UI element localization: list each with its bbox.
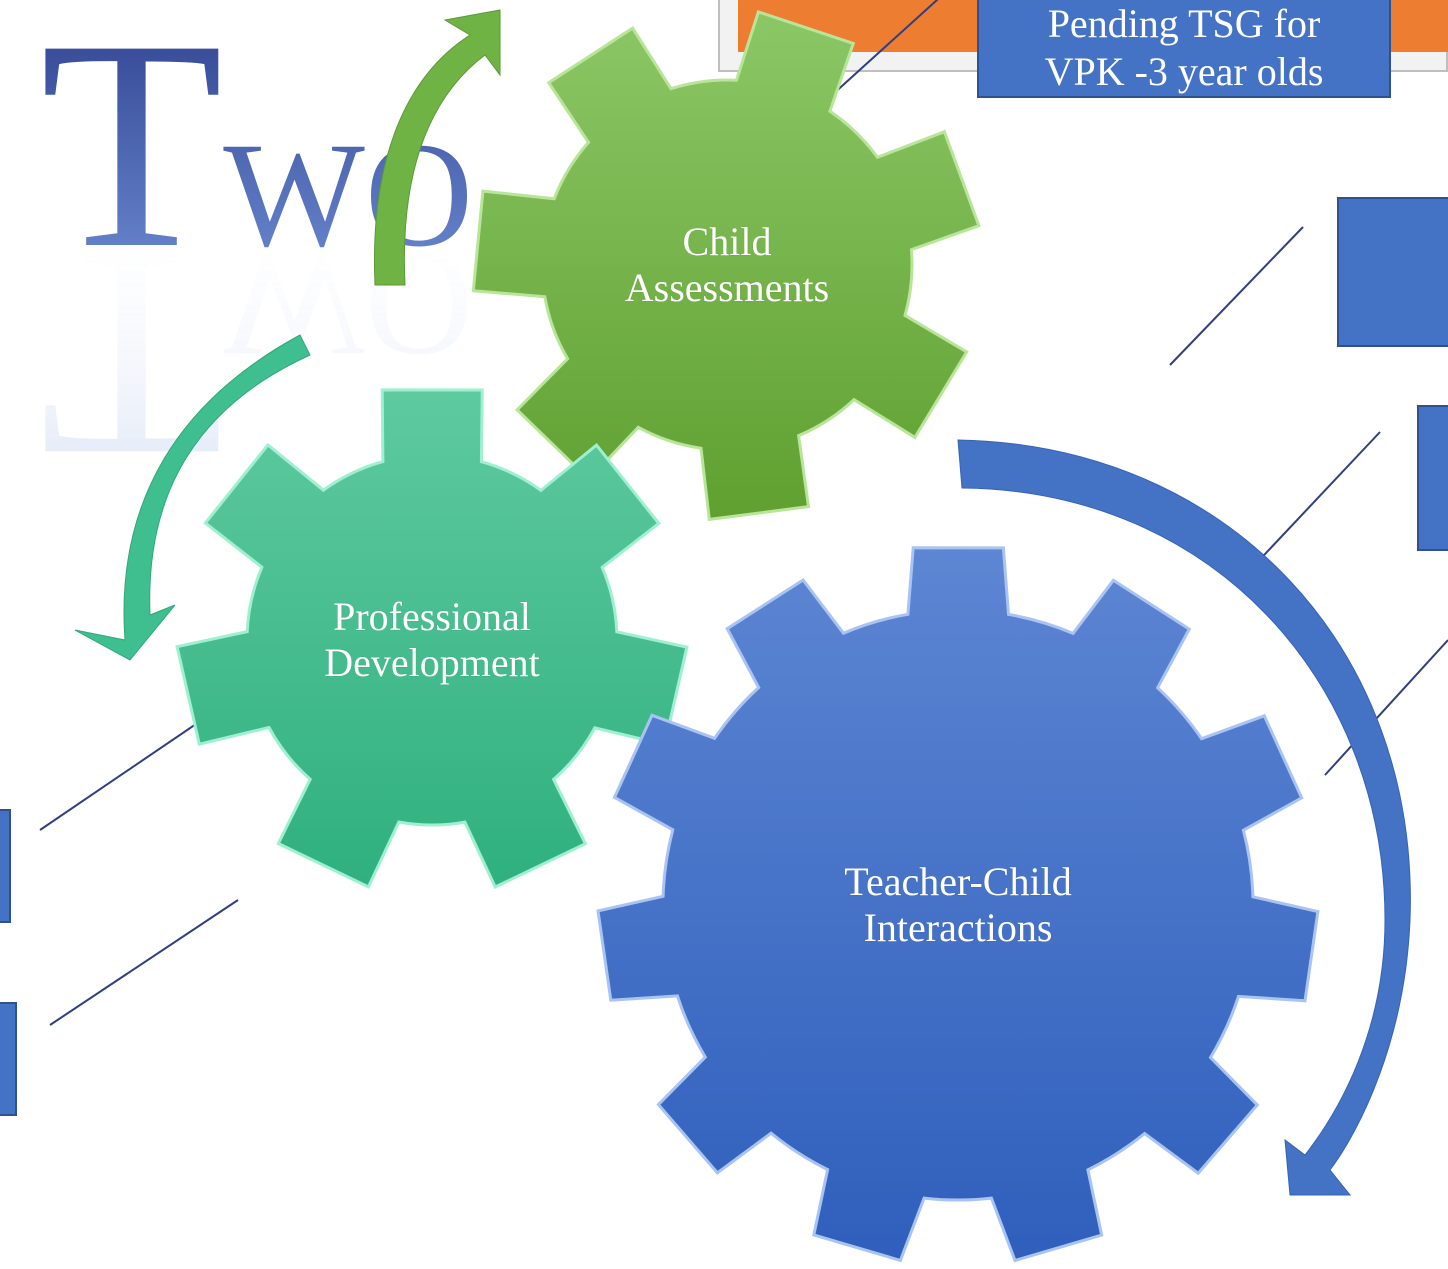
callout-box-right-2 [1417,405,1448,551]
arrow-teal [74,334,311,661]
title-two: TWO TWO [40,0,473,522]
leader-line-5 [49,899,239,1026]
callout-box-left-1 [0,809,11,923]
title-reflection: TWO [40,190,473,522]
callout-box-left-2 [0,1002,17,1116]
callout-box-right-1 [1337,197,1448,347]
leader-lines [39,0,1448,1026]
leader-line-2 [1249,431,1381,571]
arrow-blue [957,439,1411,1196]
arrow-green [373,9,501,286]
gear-child-assessments [471,9,981,522]
gear-professional-development [175,388,689,890]
title-text: TWO [40,0,473,310]
gear-teacher-child-interactions [596,546,1320,1263]
leader-line-3 [1324,639,1448,776]
leader-line-1 [1169,226,1304,366]
leader-line-4 [39,704,225,831]
